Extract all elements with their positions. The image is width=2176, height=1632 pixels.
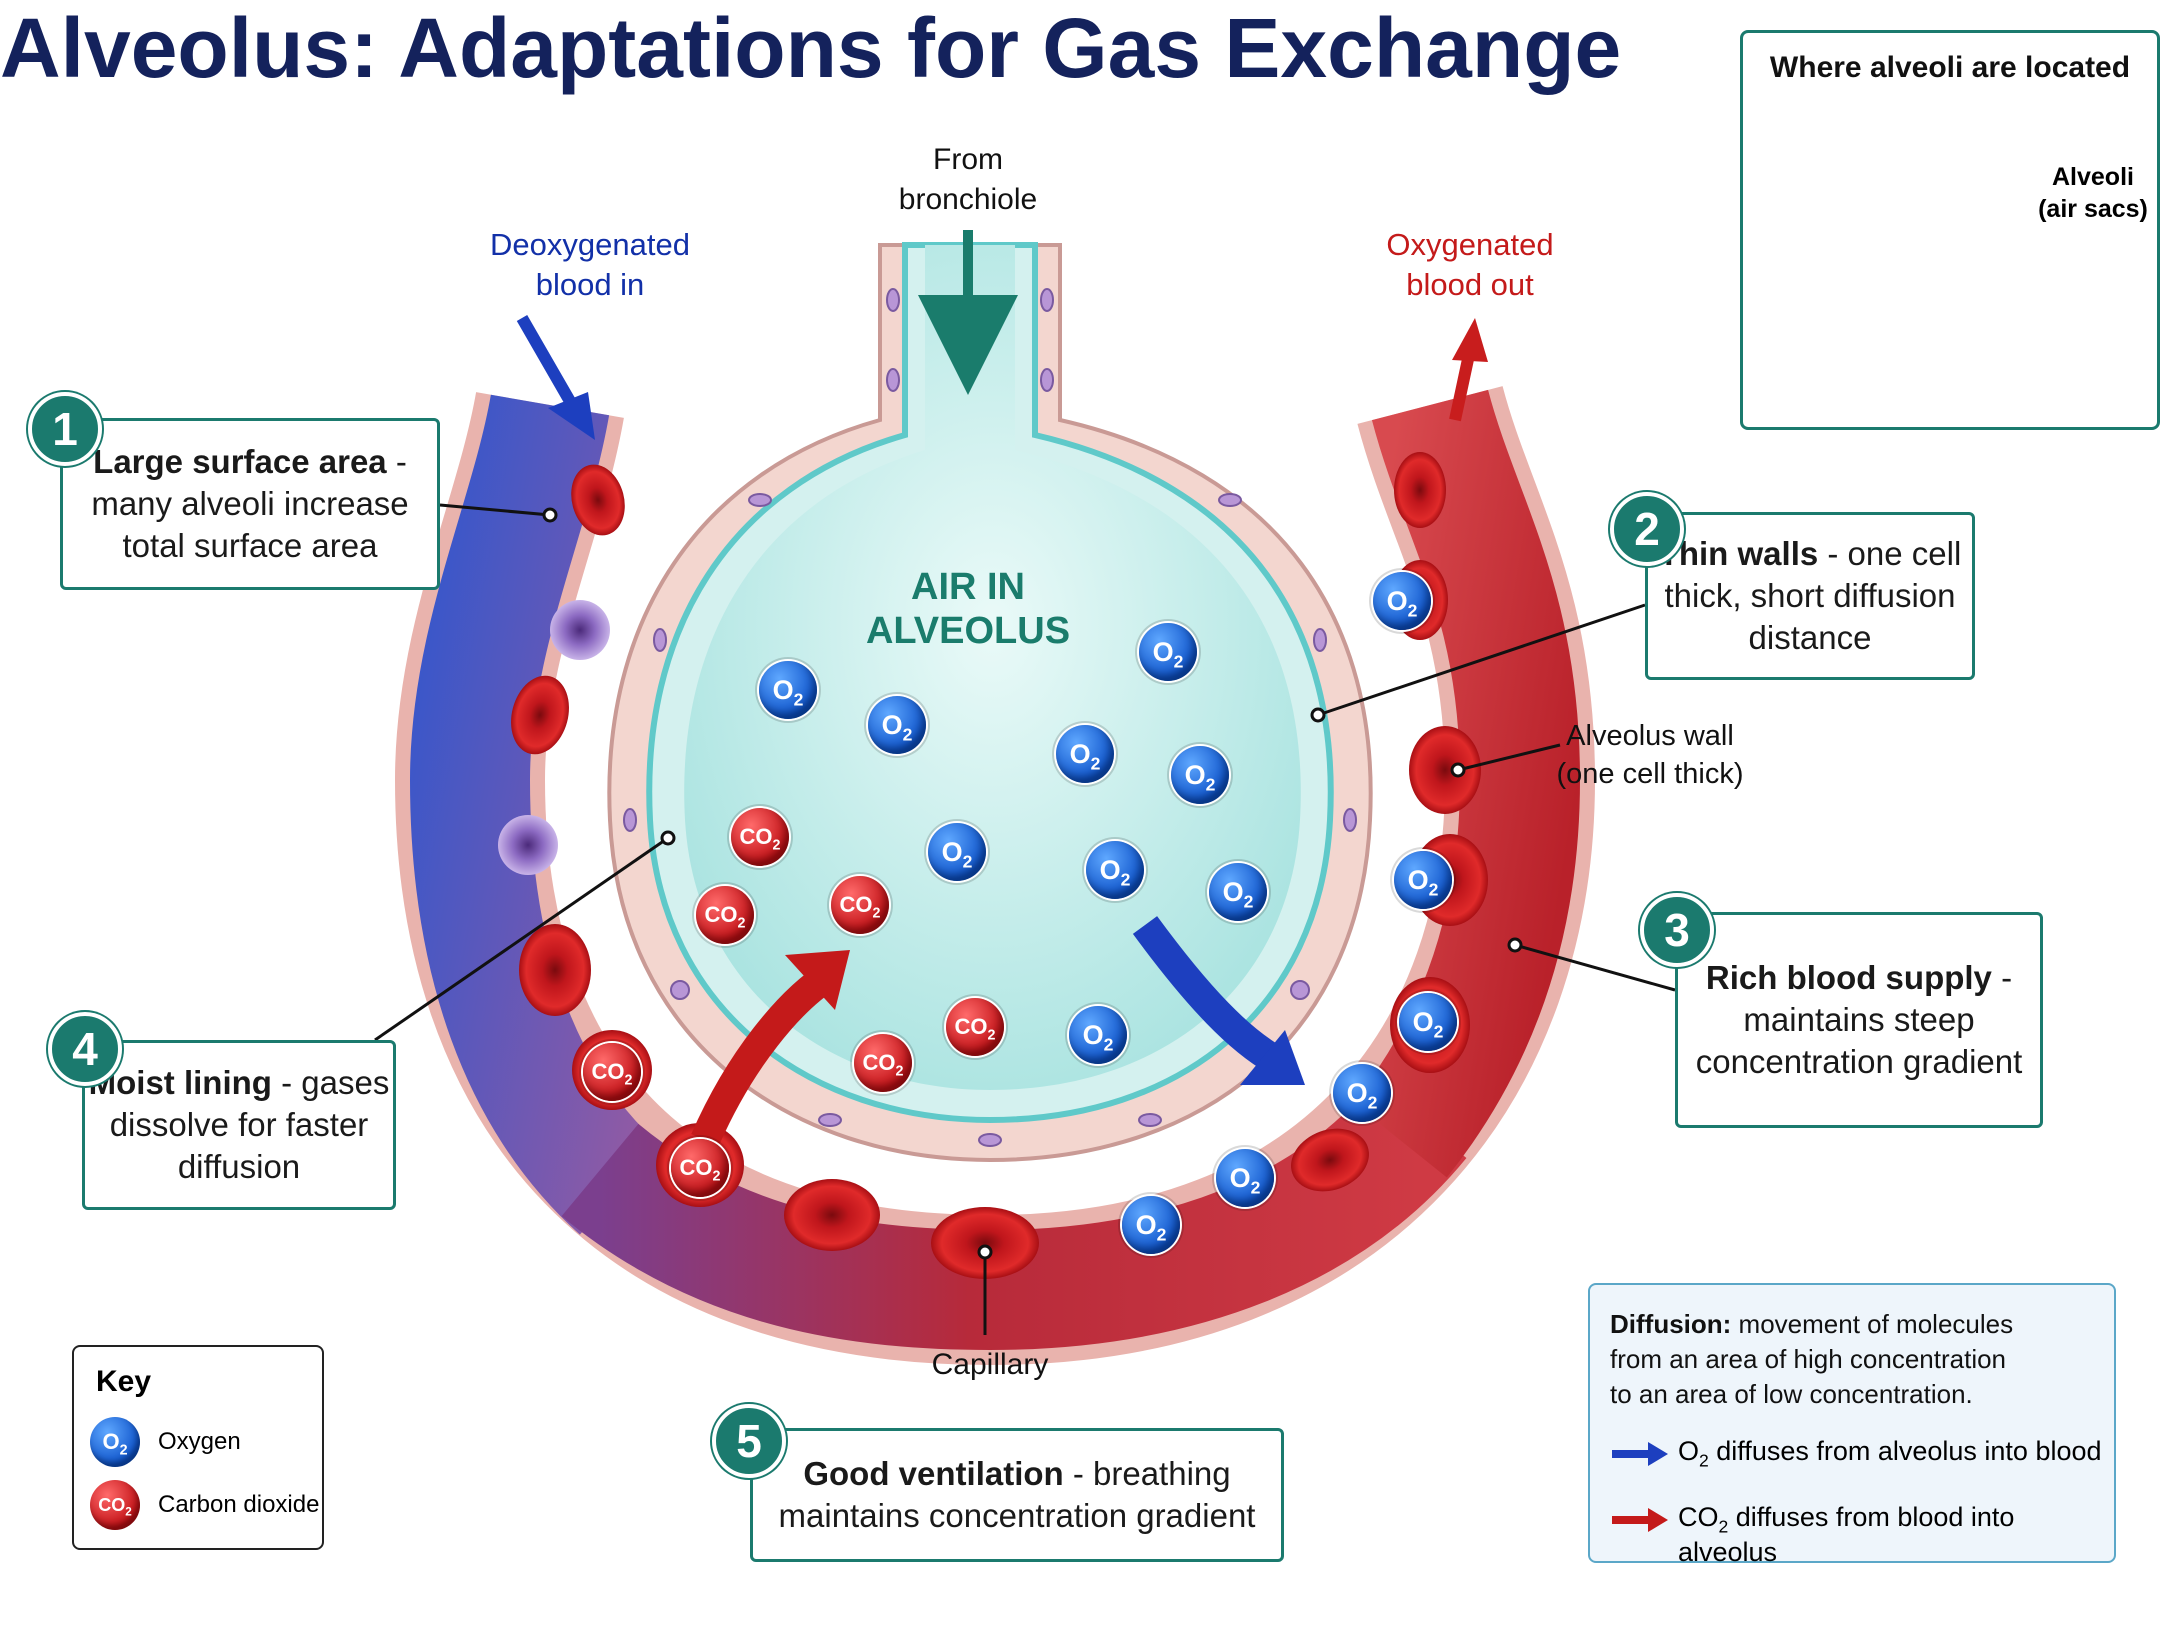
callout-moist-lining: Moist lining - gases dissolve for faster… — [82, 1040, 396, 1210]
alveoli-air-sacs-label: Alveoli (air sacs) — [2038, 163, 2148, 223]
from-bronchiole-label: From bronchiole — [898, 143, 1038, 216]
o2-diffusion-arrow — [1132, 916, 1283, 1074]
location-panel-title: Where alveoli are located — [1769, 51, 2131, 84]
capillary-label: Capillary — [931, 1348, 1049, 1381]
oxygen-molecule: O2 — [759, 661, 817, 719]
callout-1-badge: 1 — [28, 392, 102, 466]
wall-cell-nuclei — [623, 288, 1357, 1147]
carbon-dioxide-molecule: CO2 — [671, 1139, 729, 1197]
oxygen-molecule: O2 — [1069, 1006, 1127, 1064]
oxygen-molecule: O2 — [1209, 863, 1267, 921]
oxygen-molecule: O2 — [1056, 725, 1114, 783]
callout-1-title: Large surface area — [93, 443, 387, 480]
air-space — [684, 245, 1301, 1090]
co2-diffusion-arrow-icon — [1612, 1516, 1652, 1524]
diffusion-box: Diffusion: movement of molecules from an… — [1588, 1283, 2116, 1567]
diffusion-definition-2: from an area of high concentration — [1610, 1344, 2007, 1374]
capillary-lumen-bottom — [561, 1081, 1467, 1351]
callout-3-text: - maintains steep concentration gradient — [1695, 959, 2023, 1080]
callout-4-title: Moist lining — [88, 1064, 272, 1101]
co2-diffusion-arrow-head — [1648, 1508, 1668, 1532]
key-oxygen-icon: O2 — [90, 1417, 140, 1467]
oxygen-molecule: O2 — [1394, 851, 1452, 909]
blood-in-arrow — [516, 315, 581, 413]
callout-2-text: - one cell thick, short diffusion distan… — [1664, 535, 1962, 656]
diffusion-definition-1: movement of molecules — [1738, 1309, 2014, 1339]
callout-2-title: Thin walls — [1658, 535, 1819, 572]
o2-diffusion-legend: O2 diffuses from alveolus into blood — [1678, 1436, 2102, 1471]
oxygen-molecule: O2 — [1139, 623, 1197, 681]
oxygen-molecule: O2 — [1086, 841, 1144, 899]
callout-5-title: Good ventilation — [803, 1455, 1064, 1492]
co2-diffusion-legend: CO2 diffuses from blood into alveolus — [1678, 1502, 2015, 1568]
white-blood-cells — [498, 600, 610, 875]
callout-5-badge: 5 — [712, 1404, 786, 1478]
key-title: Key — [96, 1365, 152, 1398]
oxygen-molecule: O2 — [1373, 572, 1431, 630]
oxygen-molecule: O2 — [868, 696, 926, 754]
capillary-lumen-left — [409, 394, 661, 1235]
callout-rich-blood-supply: Rich blood supply - maintains steep conc… — [1675, 912, 2043, 1128]
deoxygenated-blood-label: Deoxygenated blood in — [490, 227, 690, 302]
callout-thin-walls: Thin walls - one cell thick, short diffu… — [1645, 512, 1975, 680]
oxygen-molecule: O2 — [1216, 1149, 1274, 1207]
diffusion-definition-3: to an area of low concentration. — [1610, 1379, 1973, 1409]
carbon-dioxide-molecule: CO2 — [731, 808, 789, 866]
location-panel: Where alveoli are located Alveoli (air s… — [1740, 30, 2160, 430]
o2-diffusion-arrow-head — [1648, 1442, 1668, 1466]
oxygen-molecule: O2 — [1171, 746, 1229, 804]
key-co2-icon: CO2 — [90, 1480, 140, 1530]
oxygen-molecule: O2 — [1122, 1196, 1180, 1254]
callout-4-text: - gases dissolve for faster diffusion — [109, 1064, 390, 1185]
callout-3-title: Rich blood supply — [1705, 959, 1992, 996]
blood-out-arrow — [1449, 348, 1476, 422]
callout-good-ventilation: Good ventilation - breathing maintains c… — [750, 1428, 1284, 1562]
diffusion-term: Diffusion: — [1610, 1309, 1732, 1339]
callout-5-text: - breathing maintains concentration grad… — [778, 1455, 1256, 1534]
callout-large-surface-area: Large surface area - many alveoli increa… — [60, 418, 440, 590]
o2-diffusion-arrow-icon — [1612, 1450, 1652, 1458]
key-co2-label: Carbon dioxide — [158, 1491, 320, 1518]
page-title: Alveolus: Adaptations for Gas Exchange — [0, 1, 1622, 95]
callout-1-text: - many alveoli increase total surface ar… — [91, 443, 409, 564]
callout-2-badge: 2 — [1610, 492, 1684, 566]
oxygen-molecule: O2 — [928, 823, 986, 881]
callout-3-badge: 3 — [1640, 893, 1714, 967]
callout-4-badge: 4 — [48, 1012, 122, 1086]
oxygen-molecule: O2 — [1333, 1064, 1391, 1122]
diffusion-definition: Diffusion: movement of molecules from an… — [1610, 1307, 2013, 1412]
carbon-dioxide-molecule: CO2 — [583, 1043, 641, 1101]
key-panel: Key O2 Oxygen CO2 Carbon dioxide — [72, 1345, 324, 1550]
alveolus-wall-label: Alveolus wall (one cell thick) — [1556, 720, 1744, 790]
oxygenated-blood-label: Oxygenated blood out — [1386, 227, 1554, 302]
air-in-alveolus-label: AIR IN ALVEOLUS — [865, 566, 1071, 652]
carbon-dioxide-molecule: CO2 — [831, 876, 889, 934]
carbon-dioxide-molecule: CO2 — [946, 998, 1004, 1056]
carbon-dioxide-molecule: CO2 — [854, 1034, 912, 1092]
carbon-dioxide-molecule: CO2 — [696, 886, 754, 944]
oxygen-molecule: O2 — [1399, 993, 1457, 1051]
key-oxygen-label: Oxygen — [158, 1428, 241, 1455]
leader-lines — [374, 503, 1676, 1335]
